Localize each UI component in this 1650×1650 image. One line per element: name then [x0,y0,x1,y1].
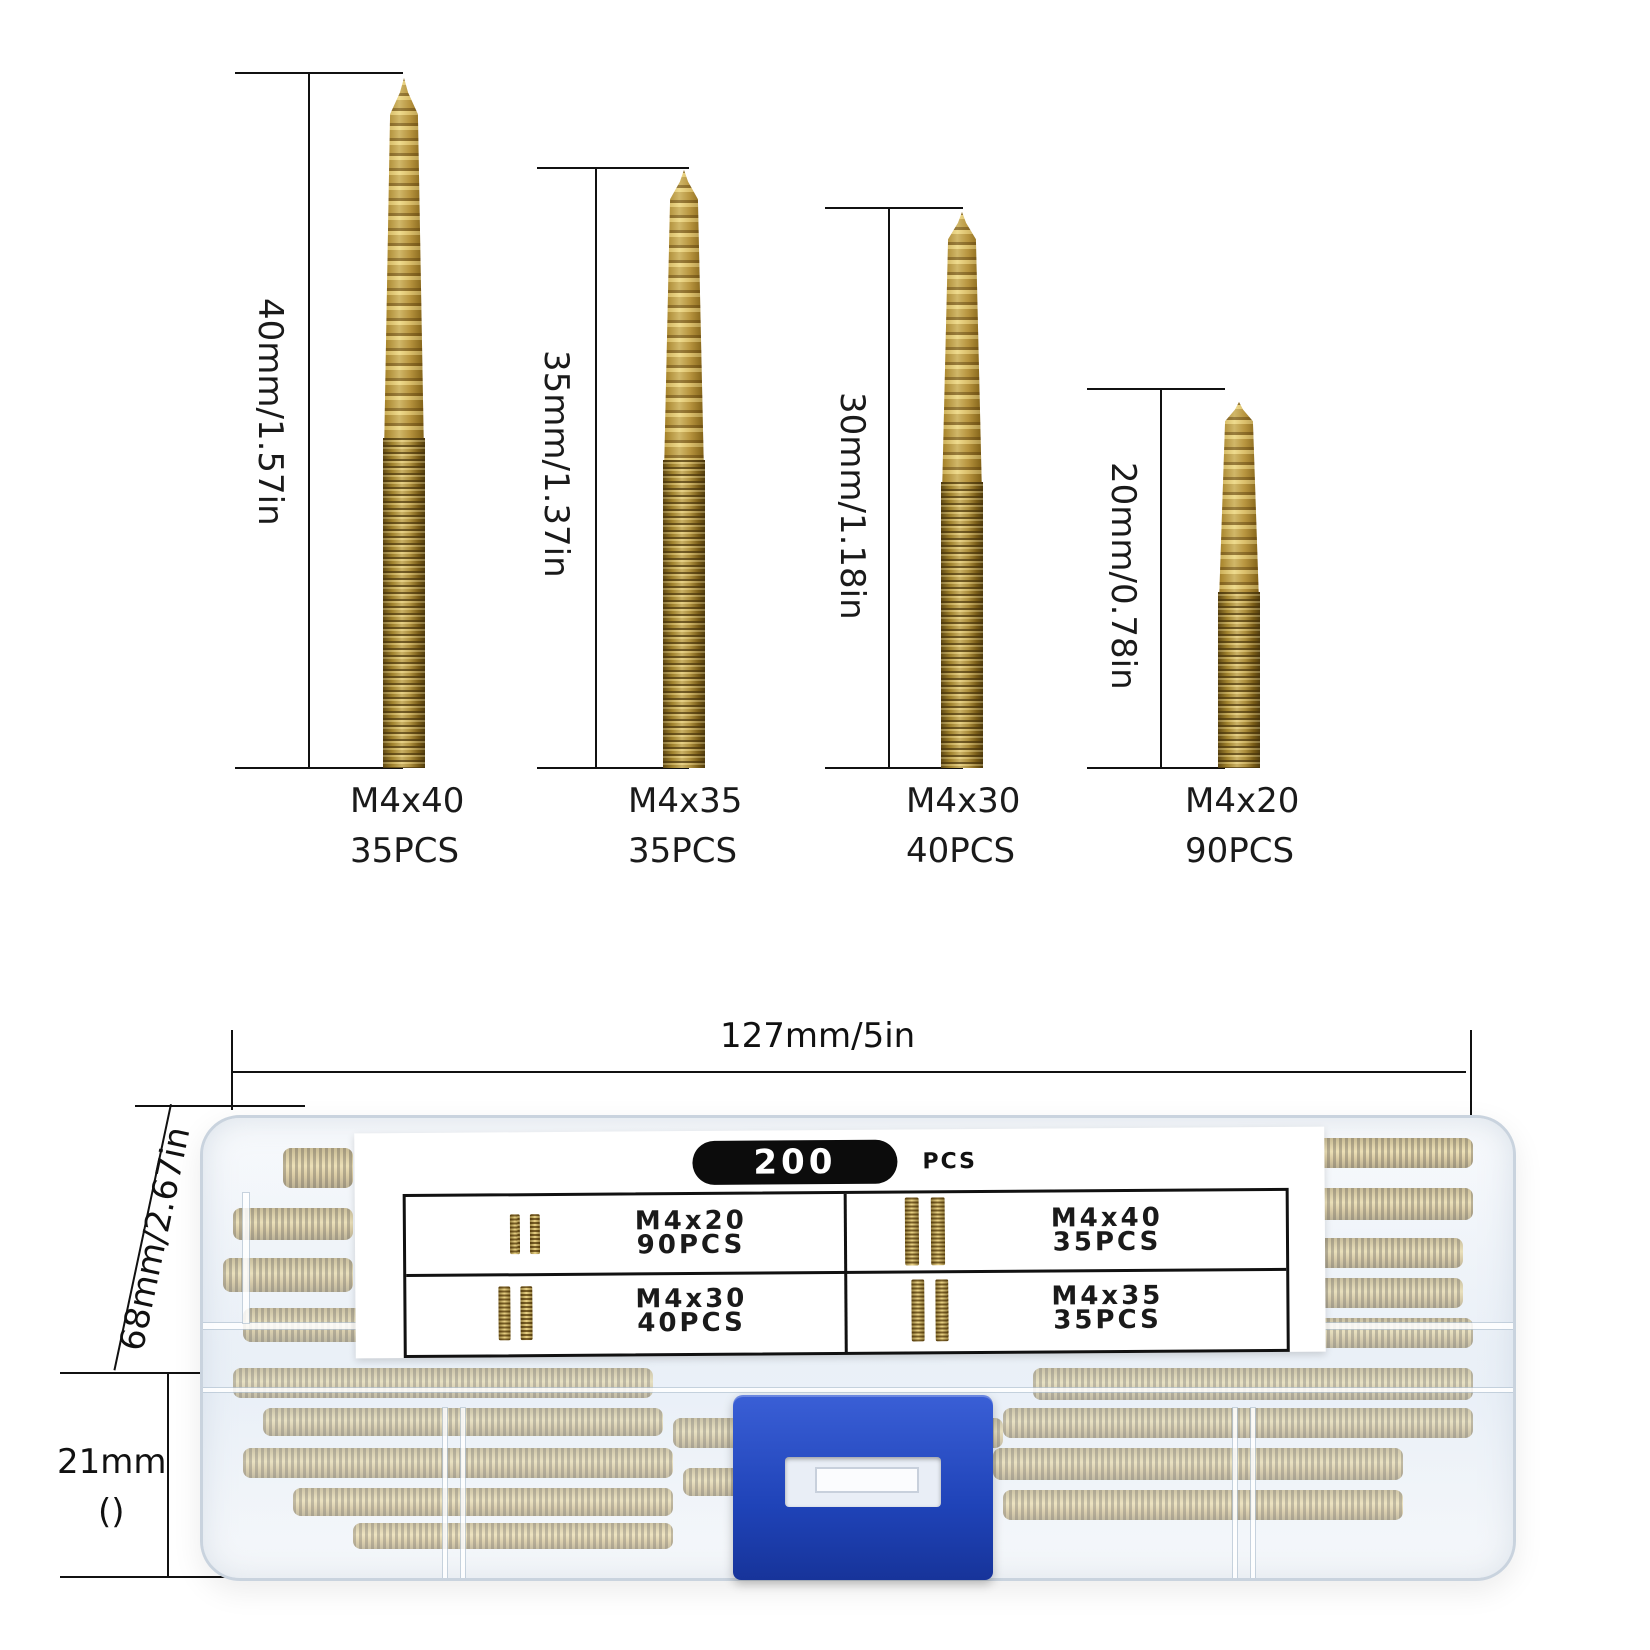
length-label: 20mm/0.78in [1103,462,1143,690]
dimension-tick [60,1576,230,1578]
screw-m4x30 [933,212,991,768]
screw-m4x35 [655,170,713,768]
contents-cell: M4x30 40PCS [406,1274,843,1353]
contents-cell: M4x20 90PCS [406,1194,843,1273]
stored-screws [233,1368,653,1398]
stored-screws [993,1448,1403,1480]
mini-screw-icon [509,1214,521,1255]
screw-m4x40 [375,78,433,768]
dimension-top-tick [235,72,403,74]
stored-screws [1313,1238,1463,1268]
stored-screws [353,1523,673,1549]
dimension-top-tick [825,207,963,209]
dimension-top-tick [537,167,689,169]
box-divider [1251,1408,1255,1578]
screw-size-label: M4x20 [1185,781,1300,821]
box-height-sub-label: () [98,1492,125,1532]
contents-cell: M4x40 35PCS [847,1191,1284,1270]
dimension-bottom-tick [235,767,403,769]
stored-screws [1303,1188,1473,1220]
length-label: 30mm/1.18in [832,392,872,620]
dimension-line [595,167,597,769]
box-divider [1233,1408,1237,1578]
cell-count: 40PCS [637,1307,746,1339]
cell-count: 35PCS [1053,1304,1162,1336]
stored-screws [293,1488,673,1516]
screw-size-label: M4x30 [906,781,1021,821]
box-divider [443,1408,447,1578]
box-latch[interactable] [733,1395,993,1580]
dimension-line [888,207,890,769]
box-divider [243,1193,249,1323]
mini-screw-icon [498,1286,511,1341]
stored-screws [243,1448,673,1478]
dimension-bottom-tick [1087,767,1225,769]
box-width-label: 127mm/5in [720,1016,916,1056]
box-divider [203,1388,1513,1392]
stored-screws [1033,1368,1473,1400]
mini-screw-icon [520,1286,533,1341]
box-height-dimension-line [167,1372,169,1577]
mini-screw-icon [935,1279,949,1342]
length-label: 40mm/1.57in [250,298,290,526]
box-depth-label: 68mm/2.67in [112,1123,199,1355]
dimension-tick [60,1372,230,1374]
mini-screw-icon [529,1214,541,1255]
screw-size-label: M4x35 [628,781,743,821]
stored-screws [1003,1408,1473,1438]
dimension-tick [231,1030,233,1110]
screw-m4x20 [1210,402,1268,768]
contents-cell: M4x35 35PCS [847,1271,1284,1350]
mini-screw-icon [904,1197,920,1266]
dimension-tick [1470,1030,1472,1160]
box-width-dimension-line [232,1071,1466,1073]
box-divider [461,1408,465,1578]
screw-count-label: 90PCS [1185,831,1295,871]
dimension-bottom-tick [537,767,689,769]
length-label: 35mm/1.37in [536,350,576,578]
dimension-line [1160,388,1162,769]
total-count: 200 [692,1139,898,1186]
contents-table: M4x20 90PCS M4x40 35PCS M4x30 40PCS M4x3… [402,1187,1290,1359]
screw-count-label: 40PCS [906,831,1016,871]
product-label-card: 200 PCS M4x20 90PCS M4x40 35PCS M4x30 [354,1126,1326,1359]
dimension-bottom-tick [825,767,963,769]
latch-slot [785,1457,941,1507]
stored-screws [1313,1278,1463,1308]
screw-count-label: 35PCS [628,831,738,871]
box-height-label: 21mm [57,1442,167,1482]
dimension-line [308,72,310,769]
stored-screws [283,1148,353,1188]
cell-count: 35PCS [1052,1226,1162,1258]
cell-count: 90PCS [636,1229,746,1261]
screw-size-label: M4x40 [350,781,465,821]
screw-count-label: 35PCS [350,831,460,871]
total-unit: PCS [922,1149,978,1175]
dimension-top-tick [1087,388,1225,390]
stored-screws [1003,1490,1403,1520]
stored-screws [1303,1138,1473,1168]
stored-screws [233,1208,353,1240]
dimension-tick [135,1105,305,1107]
mini-screw-icon [930,1197,946,1266]
mini-screw-icon [911,1279,925,1342]
